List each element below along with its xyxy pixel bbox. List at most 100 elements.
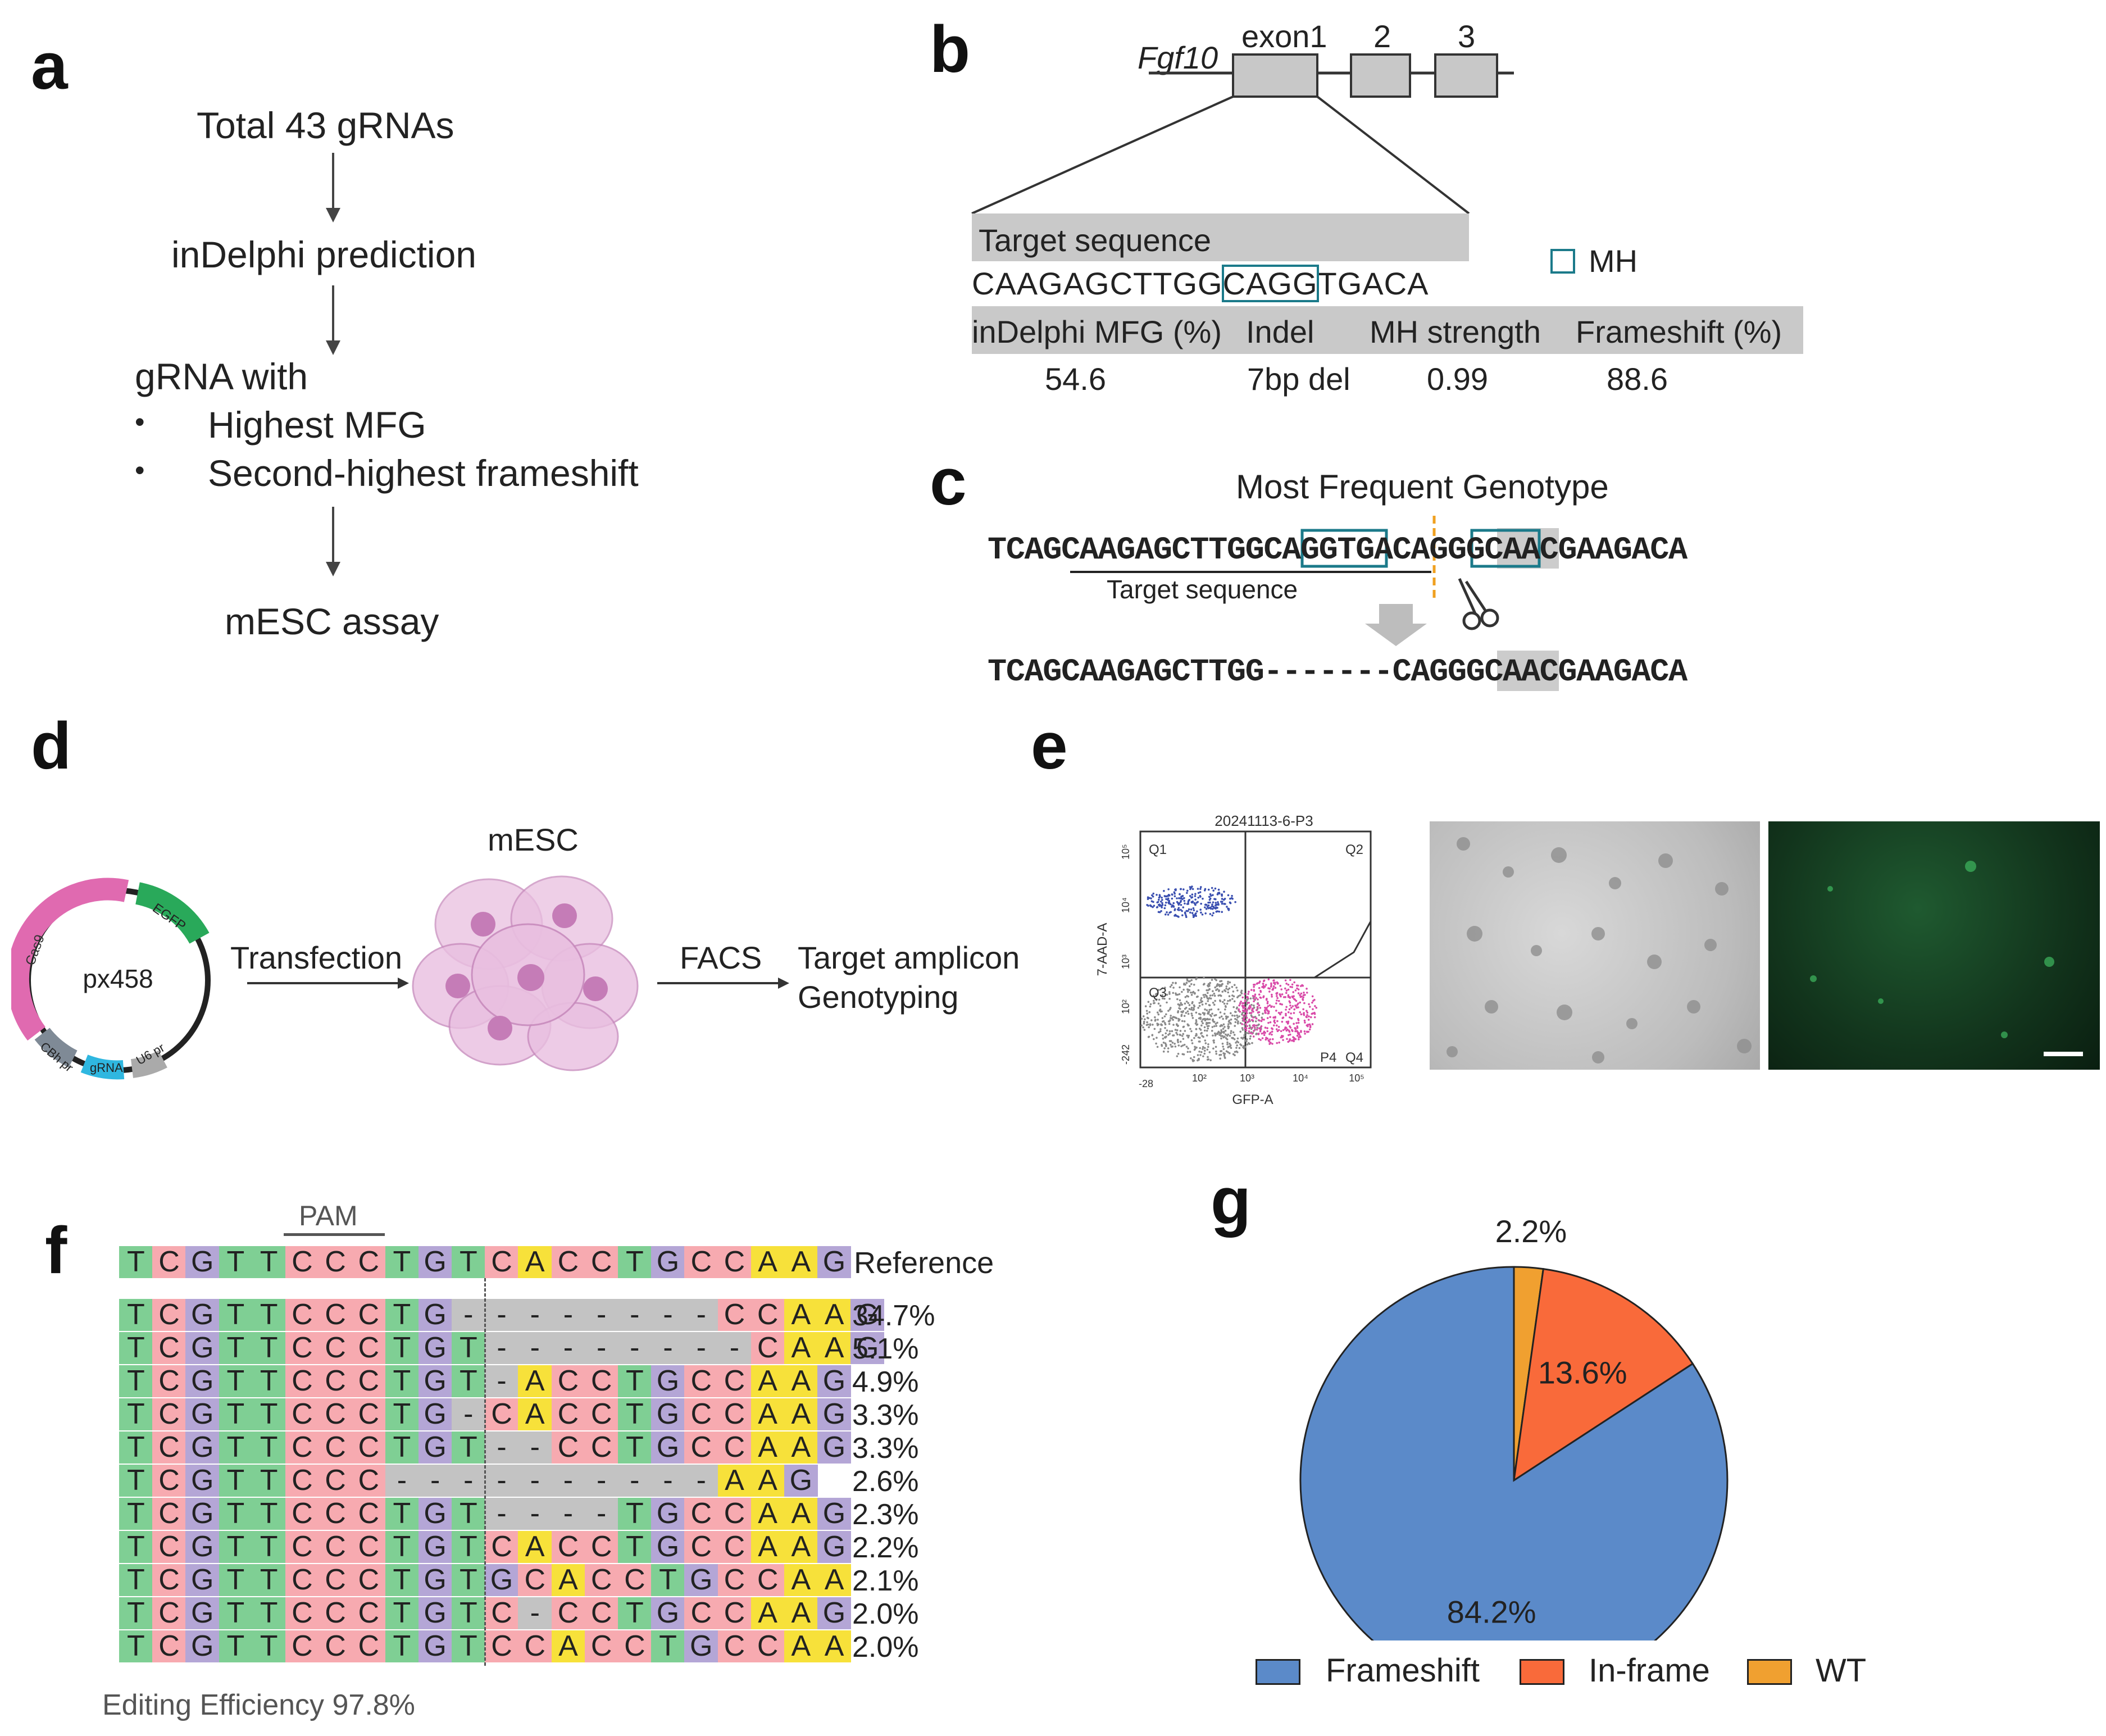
- facs-event-dot: [1297, 984, 1299, 987]
- target-seq-prefix: CAAGAGCTTGG: [972, 266, 1223, 301]
- facs-event-dot: [1206, 1048, 1209, 1051]
- facs-event-dot: [1177, 1011, 1179, 1014]
- x-tick-2: 10³: [1240, 1072, 1254, 1084]
- facs-event-dot: [1161, 1044, 1163, 1047]
- facs-event-dot: [1168, 1020, 1171, 1022]
- genotyping-label-line1: Target amplicon: [798, 940, 1020, 975]
- facs-event-dot: [1249, 1012, 1252, 1014]
- facs-event-dot: [1191, 896, 1194, 898]
- facs-event-dot: [1203, 1052, 1206, 1055]
- pie-label-frameshift: 84.2%: [1447, 1594, 1536, 1630]
- allele-2-base: G: [418, 1332, 452, 1364]
- facs-event-dot: [1285, 1006, 1288, 1008]
- facs-event-dot: [1249, 1037, 1252, 1040]
- allele-3-base: A: [750, 1365, 785, 1397]
- allele-8-base: A: [750, 1531, 785, 1563]
- facs-event-dot: [1236, 989, 1239, 992]
- facs-event-dot: [1178, 897, 1180, 899]
- facs-event-dot: [1217, 1008, 1220, 1011]
- facs-event-dot: [1307, 1025, 1309, 1028]
- table-value-frameshift: 88.6: [1607, 361, 1668, 397]
- facs-event-dot: [1238, 1047, 1241, 1049]
- facs-event-dot: [1204, 1002, 1207, 1005]
- allele-2-base: A: [784, 1332, 818, 1364]
- facs-event-dot: [1207, 1046, 1209, 1048]
- flow-arrow-3: [332, 507, 334, 563]
- brightfield-cells: [1447, 837, 1752, 1064]
- facs-event-dot: [1176, 901, 1179, 903]
- allele-4-base: A: [750, 1398, 785, 1430]
- facs-event-dot: [1253, 1004, 1255, 1007]
- allele-2-base: -: [551, 1332, 585, 1364]
- facs-event-dot: [1262, 1031, 1265, 1034]
- facs-event-dot: [1225, 1017, 1228, 1019]
- target-sequence-label-c: Target sequence: [1107, 575, 1298, 604]
- facs-event-dot: [1189, 886, 1191, 888]
- facs-event-dot: [1306, 988, 1308, 990]
- reference-base: C: [551, 1246, 585, 1278]
- facs-event-dot: [1248, 1018, 1250, 1021]
- facs-event-dot: [1194, 912, 1197, 915]
- facs-event-dot: [1306, 992, 1308, 994]
- facs-event-dot: [1217, 901, 1219, 903]
- allele-6-base: T: [219, 1465, 253, 1497]
- facs-event-dot: [1294, 1038, 1297, 1040]
- facs-event-dot: [1208, 896, 1211, 898]
- facs-event-dot: [1168, 1022, 1171, 1025]
- allele-3-base: G: [418, 1365, 452, 1397]
- facs-event-dot: [1185, 1000, 1188, 1003]
- facs-event-dot: [1192, 914, 1195, 916]
- pam-highlight-ref: [1497, 528, 1559, 569]
- reference-base: C: [319, 1246, 352, 1278]
- facs-event-dot: [1184, 1007, 1186, 1010]
- allele-1-base: T: [252, 1299, 286, 1331]
- reference-base: A: [750, 1246, 785, 1278]
- facs-event-dot: [1199, 999, 1202, 1001]
- facs-event-dot: [1213, 1003, 1216, 1006]
- facs-event-dot: [1168, 991, 1171, 993]
- facs-event-dot: [1298, 1038, 1300, 1040]
- facs-event-dot: [1173, 1042, 1176, 1045]
- facs-event-dot: [1275, 992, 1278, 995]
- facs-event-dot: [1296, 1025, 1299, 1028]
- facs-event-dot: [1264, 1026, 1267, 1029]
- facs-event-dot: [1222, 1017, 1224, 1020]
- facs-event-dot: [1253, 989, 1256, 992]
- allele-4-base: T: [618, 1398, 652, 1430]
- facs-event-dot: [1286, 1038, 1288, 1040]
- facs-event-dot: [1192, 1060, 1194, 1062]
- allele-9-base: T: [252, 1564, 286, 1596]
- allele-1-base: A: [784, 1299, 818, 1331]
- allele-9-base: C: [750, 1564, 785, 1596]
- facs-event-dot: [1221, 1031, 1223, 1033]
- plasmid-cbh-arc: [34, 1028, 78, 1068]
- facs-event-dot: [1161, 896, 1163, 899]
- facs-event-dot: [1172, 1034, 1174, 1037]
- facs-event-dot: [1277, 1029, 1280, 1031]
- genotyping-label-line2: Genotyping: [798, 979, 959, 1015]
- allele-5-base: C: [717, 1431, 752, 1464]
- facs-event-dot: [1180, 1015, 1183, 1017]
- facs-event-dot: [1262, 996, 1264, 998]
- facs-event-dot: [1276, 1020, 1279, 1022]
- facs-event-dot: [1291, 1005, 1294, 1007]
- allele-8-base: T: [452, 1531, 485, 1563]
- allele-2-base: C: [319, 1332, 352, 1364]
- facs-event-dot: [1227, 907, 1230, 910]
- allele-2-base: A: [817, 1332, 851, 1364]
- facs-event-dot: [1212, 1034, 1214, 1037]
- facs-event-dot: [1300, 1013, 1303, 1016]
- facs-event-dot: [1193, 902, 1195, 905]
- allele-6-base: -: [518, 1465, 552, 1497]
- facs-event-dot: [1250, 1003, 1253, 1006]
- facs-event-dot: [1233, 1000, 1236, 1003]
- facs-event-dot: [1276, 982, 1279, 985]
- facs-event-dot: [1267, 1021, 1270, 1024]
- allele-4-base: G: [418, 1398, 452, 1430]
- facs-event-dot: [1200, 911, 1202, 914]
- facs-event-dot: [1223, 1056, 1226, 1058]
- facs-event-dot: [1258, 1019, 1261, 1022]
- allele-3-base: C: [717, 1365, 752, 1397]
- facs-event-dot: [1306, 1010, 1308, 1012]
- facs-event-dot: [1220, 901, 1222, 903]
